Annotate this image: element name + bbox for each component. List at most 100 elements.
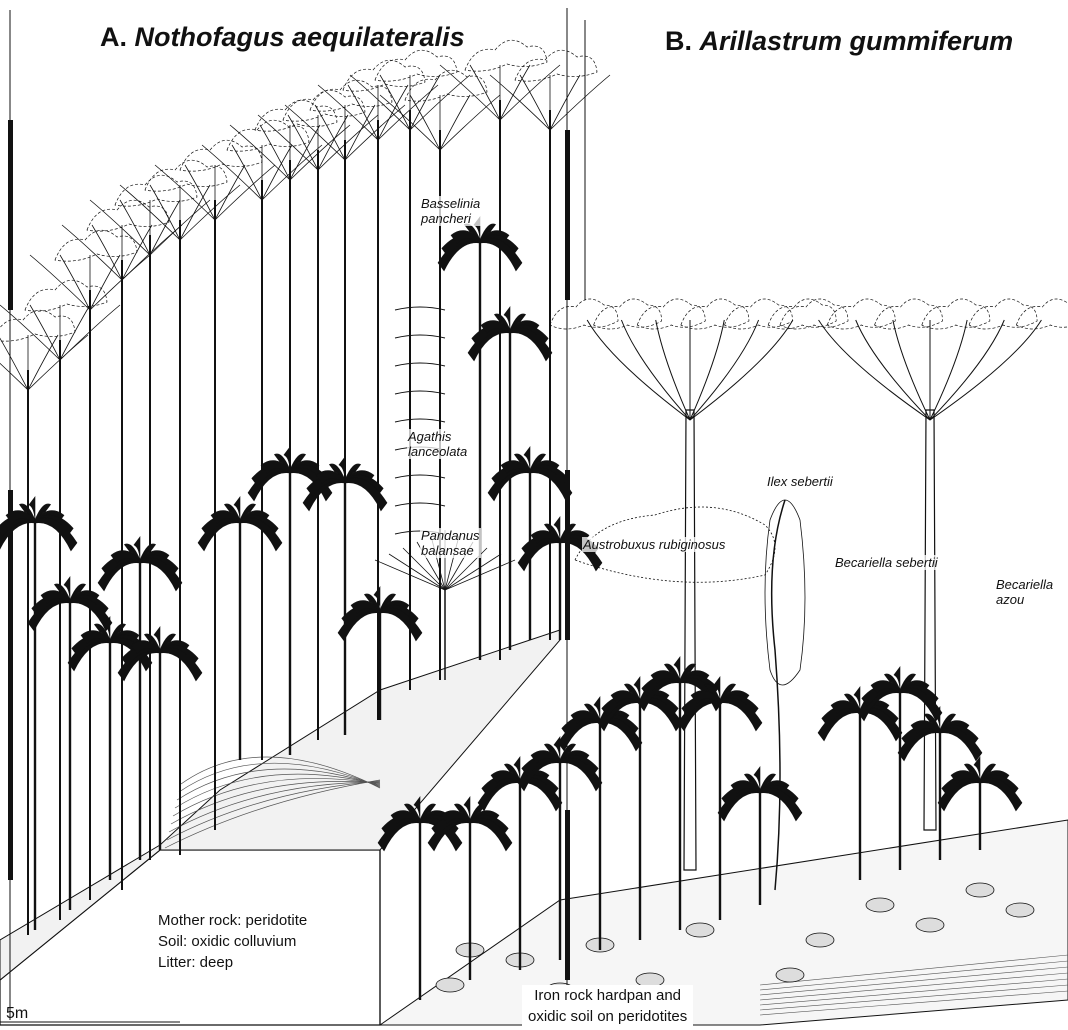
palm-frond bbox=[510, 328, 552, 361]
pandanus-leaf bbox=[389, 554, 445, 590]
tree-crown bbox=[594, 299, 662, 329]
tree-branch bbox=[348, 85, 378, 140]
palm-frond bbox=[240, 518, 282, 551]
ironstone-boulder bbox=[436, 978, 464, 992]
agathis-branch bbox=[395, 503, 445, 506]
slender-canopy-tree bbox=[202, 120, 322, 760]
label-becariella-azou: Becariellaazou bbox=[995, 577, 1054, 607]
slender-canopy-tree bbox=[90, 175, 210, 860]
tree-branch bbox=[345, 105, 405, 160]
tree-branch bbox=[378, 85, 408, 140]
tree-branch bbox=[232, 145, 262, 200]
tree-crown bbox=[465, 40, 547, 71]
tree-branch bbox=[656, 320, 690, 420]
tree-branch bbox=[930, 320, 967, 420]
scale-bar-a-segment bbox=[8, 120, 13, 310]
palm-frond bbox=[380, 608, 422, 641]
tree-branch bbox=[856, 320, 930, 420]
tree-crown bbox=[115, 175, 197, 206]
palm-frond bbox=[720, 698, 762, 731]
tree-branch bbox=[690, 320, 793, 420]
palm-frond bbox=[760, 788, 802, 821]
tree-branch bbox=[470, 65, 500, 120]
ironstone-boulder bbox=[806, 933, 834, 947]
tree-branch bbox=[0, 305, 60, 360]
panel-b-soil-surface bbox=[380, 820, 1068, 1025]
ironstone-boulder bbox=[966, 883, 994, 897]
tree-branch bbox=[290, 125, 320, 180]
tree-branch bbox=[60, 305, 90, 360]
slender-canopy-tree bbox=[258, 90, 378, 740]
label-austrobuxus-rubiginosus: Austrobuxus rubiginosus bbox=[582, 537, 726, 552]
tree-branch bbox=[30, 305, 60, 360]
palm-frond bbox=[560, 758, 602, 791]
panel-b-ground bbox=[380, 820, 1068, 1025]
ironstone-boulder bbox=[1006, 903, 1034, 917]
tree-crown bbox=[227, 120, 309, 151]
tree-trunk bbox=[924, 410, 936, 830]
tree-branch bbox=[550, 75, 580, 130]
ironstone-boulder bbox=[866, 898, 894, 912]
tree-branch bbox=[380, 75, 410, 130]
pandanus-leaf bbox=[445, 554, 501, 590]
tree-branch bbox=[318, 85, 378, 140]
tree-branch bbox=[690, 320, 724, 420]
tree-branch bbox=[215, 165, 245, 220]
agathis-branch bbox=[395, 475, 445, 478]
tree-branch bbox=[587, 320, 690, 420]
tree-crown bbox=[681, 299, 749, 329]
panel-a-title: A. Nothofagus aequilateralis bbox=[100, 22, 465, 53]
scale-bar-b-segment bbox=[565, 810, 570, 980]
label-pandanus-balansae: Pandanusbalansae bbox=[420, 528, 481, 558]
tree-branch bbox=[60, 255, 90, 310]
tree-crown bbox=[875, 299, 943, 329]
ironstone-boulder bbox=[686, 923, 714, 937]
tree-branch bbox=[28, 335, 88, 390]
tree-branch bbox=[930, 320, 1041, 420]
agathis-branch bbox=[395, 363, 445, 366]
slender-canopy-tree bbox=[0, 310, 88, 935]
tree-branch bbox=[410, 95, 440, 150]
palm-frond bbox=[345, 478, 387, 511]
tree-crown bbox=[550, 299, 618, 329]
agathis-branch bbox=[395, 419, 445, 422]
panel-b-site-info: Iron rock hardpan and oxidic soil on per… bbox=[522, 985, 693, 1027]
palm-frond bbox=[980, 778, 1022, 811]
tree-branch bbox=[92, 225, 122, 280]
tree-branch bbox=[30, 255, 90, 310]
agathis-branch bbox=[395, 307, 445, 310]
tree-branch bbox=[440, 95, 470, 150]
slender-canopy-tree bbox=[62, 200, 182, 890]
scale-bar-a-segment bbox=[8, 490, 13, 880]
label-becariella-sebertii: Becariella sebertii bbox=[834, 555, 939, 570]
palm-frond bbox=[35, 518, 77, 551]
tree-branch bbox=[150, 200, 180, 255]
panel-a-site-info: Mother rock: peridotite Soil: oxidic col… bbox=[158, 910, 307, 973]
panel-b-canopy-trees bbox=[550, 299, 1068, 890]
understory-palm bbox=[198, 497, 282, 760]
tree-branch bbox=[180, 185, 240, 240]
understory-palm bbox=[118, 627, 202, 850]
tree-branch bbox=[621, 320, 690, 420]
panel-b-title: B. Arillastrum gummiferum bbox=[665, 26, 1013, 57]
tree-branch bbox=[819, 320, 930, 420]
tree-crown bbox=[375, 50, 457, 81]
tree-branch bbox=[550, 75, 610, 130]
agathis-branch bbox=[395, 391, 445, 394]
tree-branch bbox=[185, 165, 215, 220]
tree-branch bbox=[930, 320, 1004, 420]
label-ilex-sebertii: Ilex sebertii bbox=[766, 474, 834, 489]
tree-branch bbox=[260, 125, 290, 180]
tree-crown bbox=[87, 200, 169, 231]
tree-branch bbox=[520, 75, 550, 130]
tree-branch bbox=[285, 105, 345, 160]
palm-frond bbox=[940, 728, 982, 761]
palm-frond bbox=[470, 818, 512, 851]
ilex-trunk bbox=[772, 500, 785, 890]
tree-branch bbox=[893, 320, 930, 420]
tree-branch bbox=[258, 115, 318, 170]
tree-branch bbox=[0, 335, 28, 390]
